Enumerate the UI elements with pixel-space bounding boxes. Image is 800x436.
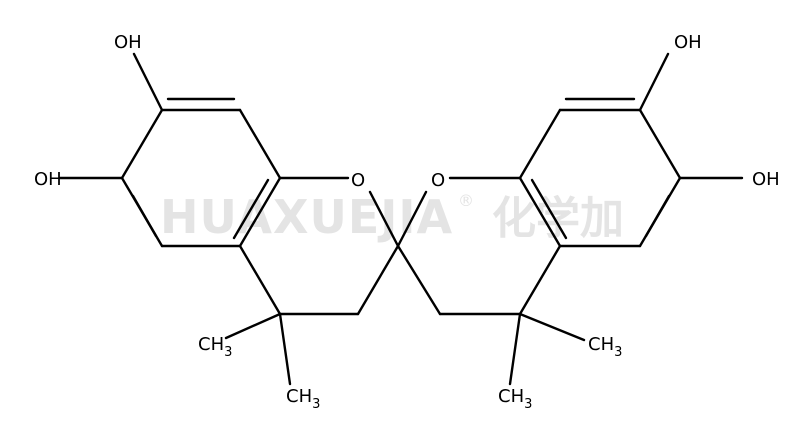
methyl-label-right-upper: CH3 [588,334,622,360]
oh-label-mid-left: OH [34,169,62,190]
methyl-main: CH [286,386,312,407]
bond-left-o-spiro [368,190,400,248]
bond-right-cq-c4a [518,244,562,316]
watermark-latin: HUAXUEJIA [160,190,453,244]
bond-right-ring-4-inner [644,194,671,238]
oh-label-top-right: OH [674,32,702,53]
oh-label-mid-right: OH [752,169,780,190]
bond-left-ring-5-inner [131,194,158,238]
methyl-subscript: 3 [614,345,622,360]
bond-right-spiro-ch2 [396,244,442,316]
methyl-main: CH [498,386,524,407]
methyl-main: CH [588,334,614,355]
bond-right-spiro-o [396,190,428,248]
bonds [58,52,744,386]
bond-right-ring-3 [638,108,682,180]
bond-left-ring-3 [238,176,282,248]
bond-right-ring-6 [518,176,562,248]
bond-left-ring-3-inner [232,178,270,240]
methyl-subscript: 3 [224,345,232,360]
bond-left-cq-c4a [238,244,282,316]
bond-left-methyl-lower [278,312,292,386]
bond-right-methyl-lower [508,312,522,386]
bond-right-ring-1 [518,108,562,180]
bond-left-ring-2 [238,108,282,180]
watermark-cjk: 化学加 [492,193,624,244]
watermark: HUAXUEJIA ® 化学加 [160,190,624,244]
bond-left-spiro-ch2 [356,244,400,316]
bond-left-ring-6 [120,108,164,180]
methyl-label-right-lower: CH3 [498,386,532,412]
oxygen-label-right: O [431,170,445,191]
methyl-main: CH [198,334,224,355]
watermark-registered: ® [458,191,474,210]
bond-right-oh-top [638,52,670,112]
bond-right-methyl-upper [518,312,586,342]
atom-labels: OH OH OH OH O O CH3 CH3 CH3 CH3 [34,32,780,412]
methyl-subscript: 3 [524,397,532,412]
bond-left-oh-top [132,52,164,112]
oxygen-label-left: O [351,170,365,191]
oh-label-top-left: OH [114,32,142,53]
methyl-label-left-lower: CH3 [286,386,320,412]
methyl-label-left-upper: CH3 [198,334,232,360]
bond-right-ring-6-inner [530,178,568,240]
methyl-subscript: 3 [312,397,320,412]
bond-left-methyl-upper [224,312,282,340]
